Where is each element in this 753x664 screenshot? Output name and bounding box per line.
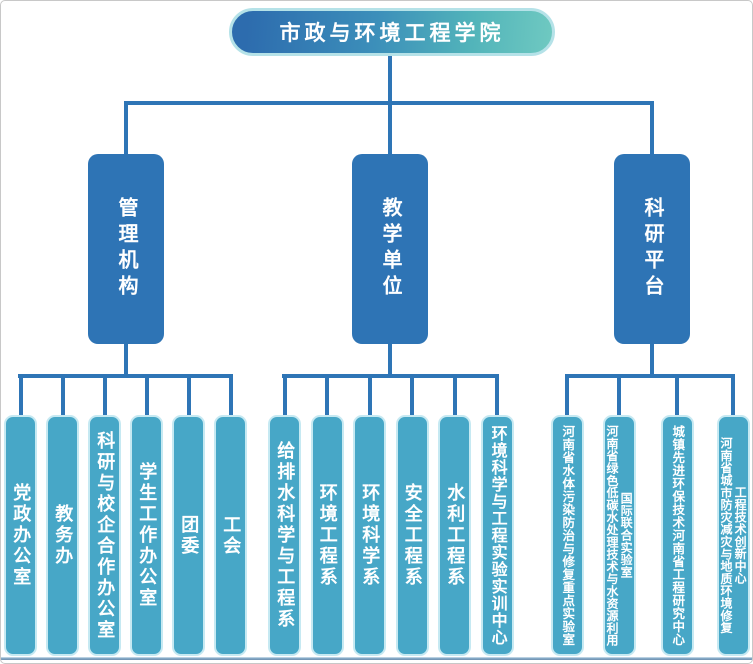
- connector-drop: [325, 376, 329, 415]
- branch-management-label: 管理机构: [115, 197, 137, 301]
- leaf-node: 河南省绿色低碳水处理技术与水资源利用 国际联合实验室: [602, 415, 636, 656]
- leaf-label: 学生工作办公室: [137, 462, 158, 609]
- leaf-label: 河南省城市防灾减灾与地质环境修复 工程技术创新中心: [719, 437, 747, 634]
- leaf-node: 环境科学与工程实验实训中心: [480, 415, 514, 656]
- connector-drop: [731, 376, 735, 415]
- leaf-label: 环境科学系: [360, 483, 381, 588]
- leaf-label: 水利工程系: [445, 483, 466, 588]
- leaf-label: 教务办: [53, 504, 74, 567]
- connector-drop: [18, 376, 23, 415]
- connector-drop: [60, 376, 65, 415]
- root-node: 市政与环境工程学院: [229, 8, 555, 56]
- leaf-label: 科研与校企合作办公室: [95, 430, 116, 641]
- branch-teaching: 教学单位: [352, 154, 428, 344]
- connector-drop: [228, 376, 233, 415]
- leaf-node: 城镇先进环保技术河南省工程研究中心: [660, 415, 694, 656]
- leaf-node: 河南省水体污染防治与修复重点实验室: [550, 415, 584, 656]
- connector-drop: [495, 376, 499, 415]
- leaf-node: 水利工程系: [438, 415, 471, 656]
- leaf-node: 团委: [172, 415, 205, 656]
- root-node-label: 市政与环境工程学院: [279, 22, 505, 45]
- leaf-label: 环境工程系: [317, 483, 338, 588]
- connector-drop: [124, 101, 128, 156]
- connector-bus-2-mid: [282, 374, 499, 378]
- connector-drop: [367, 376, 372, 415]
- leaf-label-line2: 工程技术创新中心: [733, 486, 748, 585]
- branch-research-label: 科研平台: [641, 197, 663, 301]
- connector-trunk: [388, 56, 392, 103]
- leaf-label: 河南省绿色低碳水处理技术与水资源利用 国际联合实验室: [605, 425, 633, 646]
- connector-bus-2-left: [18, 374, 233, 378]
- leaf-node: 河南省城市防灾减灾与地质环境修复 工程技术创新中心: [716, 415, 750, 656]
- connector-drop: [410, 376, 414, 415]
- connector-drop: [282, 376, 287, 415]
- connector-drop: [675, 376, 679, 415]
- connector-stem: [124, 344, 128, 376]
- connector-stem: [650, 344, 654, 376]
- branch-management: 管理机构: [88, 154, 164, 344]
- leaf-label: 城镇先进环保技术河南省工程研究中心: [670, 425, 685, 646]
- branch-research: 科研平台: [614, 154, 690, 344]
- connector-drop: [452, 376, 457, 415]
- connector-drop: [144, 376, 149, 415]
- leaf-node: 环境工程系: [310, 415, 344, 656]
- leaf-node: 安全工程系: [395, 415, 429, 656]
- connector-bus-2-right: [565, 374, 735, 378]
- branch-teaching-label: 教学单位: [379, 197, 401, 301]
- leaf-label: 团委: [179, 514, 200, 557]
- connector-drop: [388, 101, 392, 156]
- leaf-label: 工会: [221, 514, 242, 557]
- leaf-node: 党政办公室: [4, 415, 37, 656]
- connector-stem: [388, 344, 392, 376]
- connector-drop: [617, 376, 621, 415]
- leaf-node: 科研与校企合作办公室: [88, 415, 121, 656]
- connector-drop: [565, 376, 569, 415]
- leaf-label: 给排水科学与工程系: [275, 441, 296, 630]
- connector-drop: [186, 376, 191, 415]
- leaf-label-line1: 河南省绿色低碳水处理技术与水资源利用: [605, 424, 619, 647]
- bottom-edge-line: [1, 656, 752, 660]
- leaf-label-line1: 河南省城市防灾减灾与地质环境修复: [719, 437, 733, 634]
- leaf-label-line2: 国际联合实验室: [619, 492, 634, 579]
- leaf-label: 安全工程系: [402, 483, 423, 588]
- leaf-label: 党政办公室: [11, 483, 32, 588]
- leaf-node: 学生工作办公室: [130, 415, 163, 656]
- leaf-node: 教务办: [46, 415, 79, 656]
- leaf-label: 河南省水体污染防治与修复重点实验室: [560, 425, 575, 646]
- leaf-label: 环境科学与工程实验实训中心: [488, 425, 506, 646]
- leaf-node: 工会: [214, 415, 247, 656]
- connector-drop: [102, 376, 107, 415]
- connector-drop: [650, 101, 654, 156]
- leaf-node: 给排水科学与工程系: [268, 415, 301, 656]
- leaf-node: 环境科学系: [353, 415, 386, 656]
